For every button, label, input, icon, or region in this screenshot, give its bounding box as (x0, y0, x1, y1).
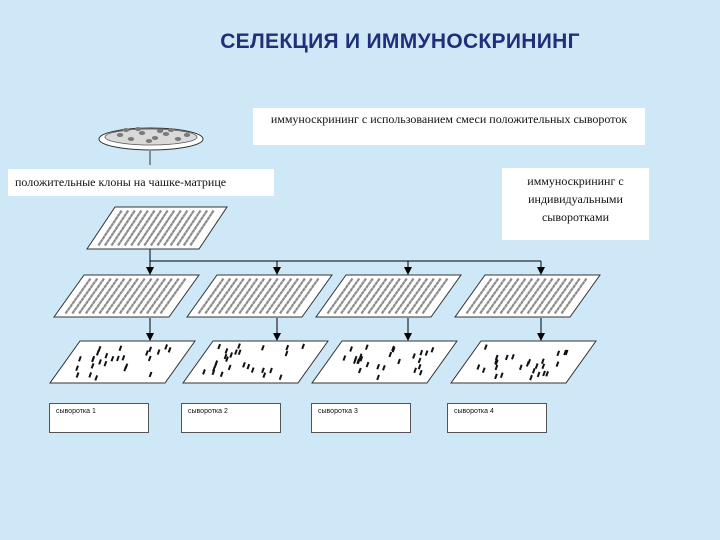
page-title: СЕЛЕКЦИЯ И ИММУНОСКРИНИНГ (220, 30, 580, 53)
colony-dot (145, 139, 153, 143)
replica-plate (454, 274, 601, 318)
screened-plate (311, 340, 458, 384)
colony-dot (174, 137, 182, 141)
colony-dot (183, 133, 191, 137)
replica-plate (186, 274, 333, 318)
serum-1-box: сыворотка 1 (49, 403, 149, 433)
serum-2-box: сыворотка 2 (181, 403, 281, 433)
colony-dot (151, 136, 159, 140)
colony-dot (138, 131, 146, 135)
serum-3-box: сыворотка 3 (311, 403, 411, 433)
matrix-plate (86, 206, 228, 250)
connector-arrows (146, 249, 545, 341)
positive-clones-note: положительные клоны на чашке-матрице (8, 169, 274, 196)
colony-dot (122, 128, 130, 132)
screened-plate (450, 340, 597, 384)
colony-dot (156, 129, 164, 133)
replica-plates (49, 206, 601, 384)
screened-plate (49, 340, 196, 384)
replica-plate (315, 274, 462, 318)
colony-dot (167, 128, 175, 132)
colony-dot (162, 132, 170, 136)
screened-plate (182, 340, 329, 384)
serum-4-box: сыворотка 4 (447, 403, 547, 433)
colony-dot (116, 133, 124, 137)
colony-dot (134, 127, 142, 131)
colony-dot (127, 137, 135, 141)
petri-dish (98, 127, 204, 165)
mixed-sera-note: иммуноскрининг с использованием смеси по… (253, 108, 645, 145)
individual-sera-note: иммуноскрининг с индивидуальными сыворот… (502, 168, 649, 240)
replica-plate (53, 274, 200, 318)
